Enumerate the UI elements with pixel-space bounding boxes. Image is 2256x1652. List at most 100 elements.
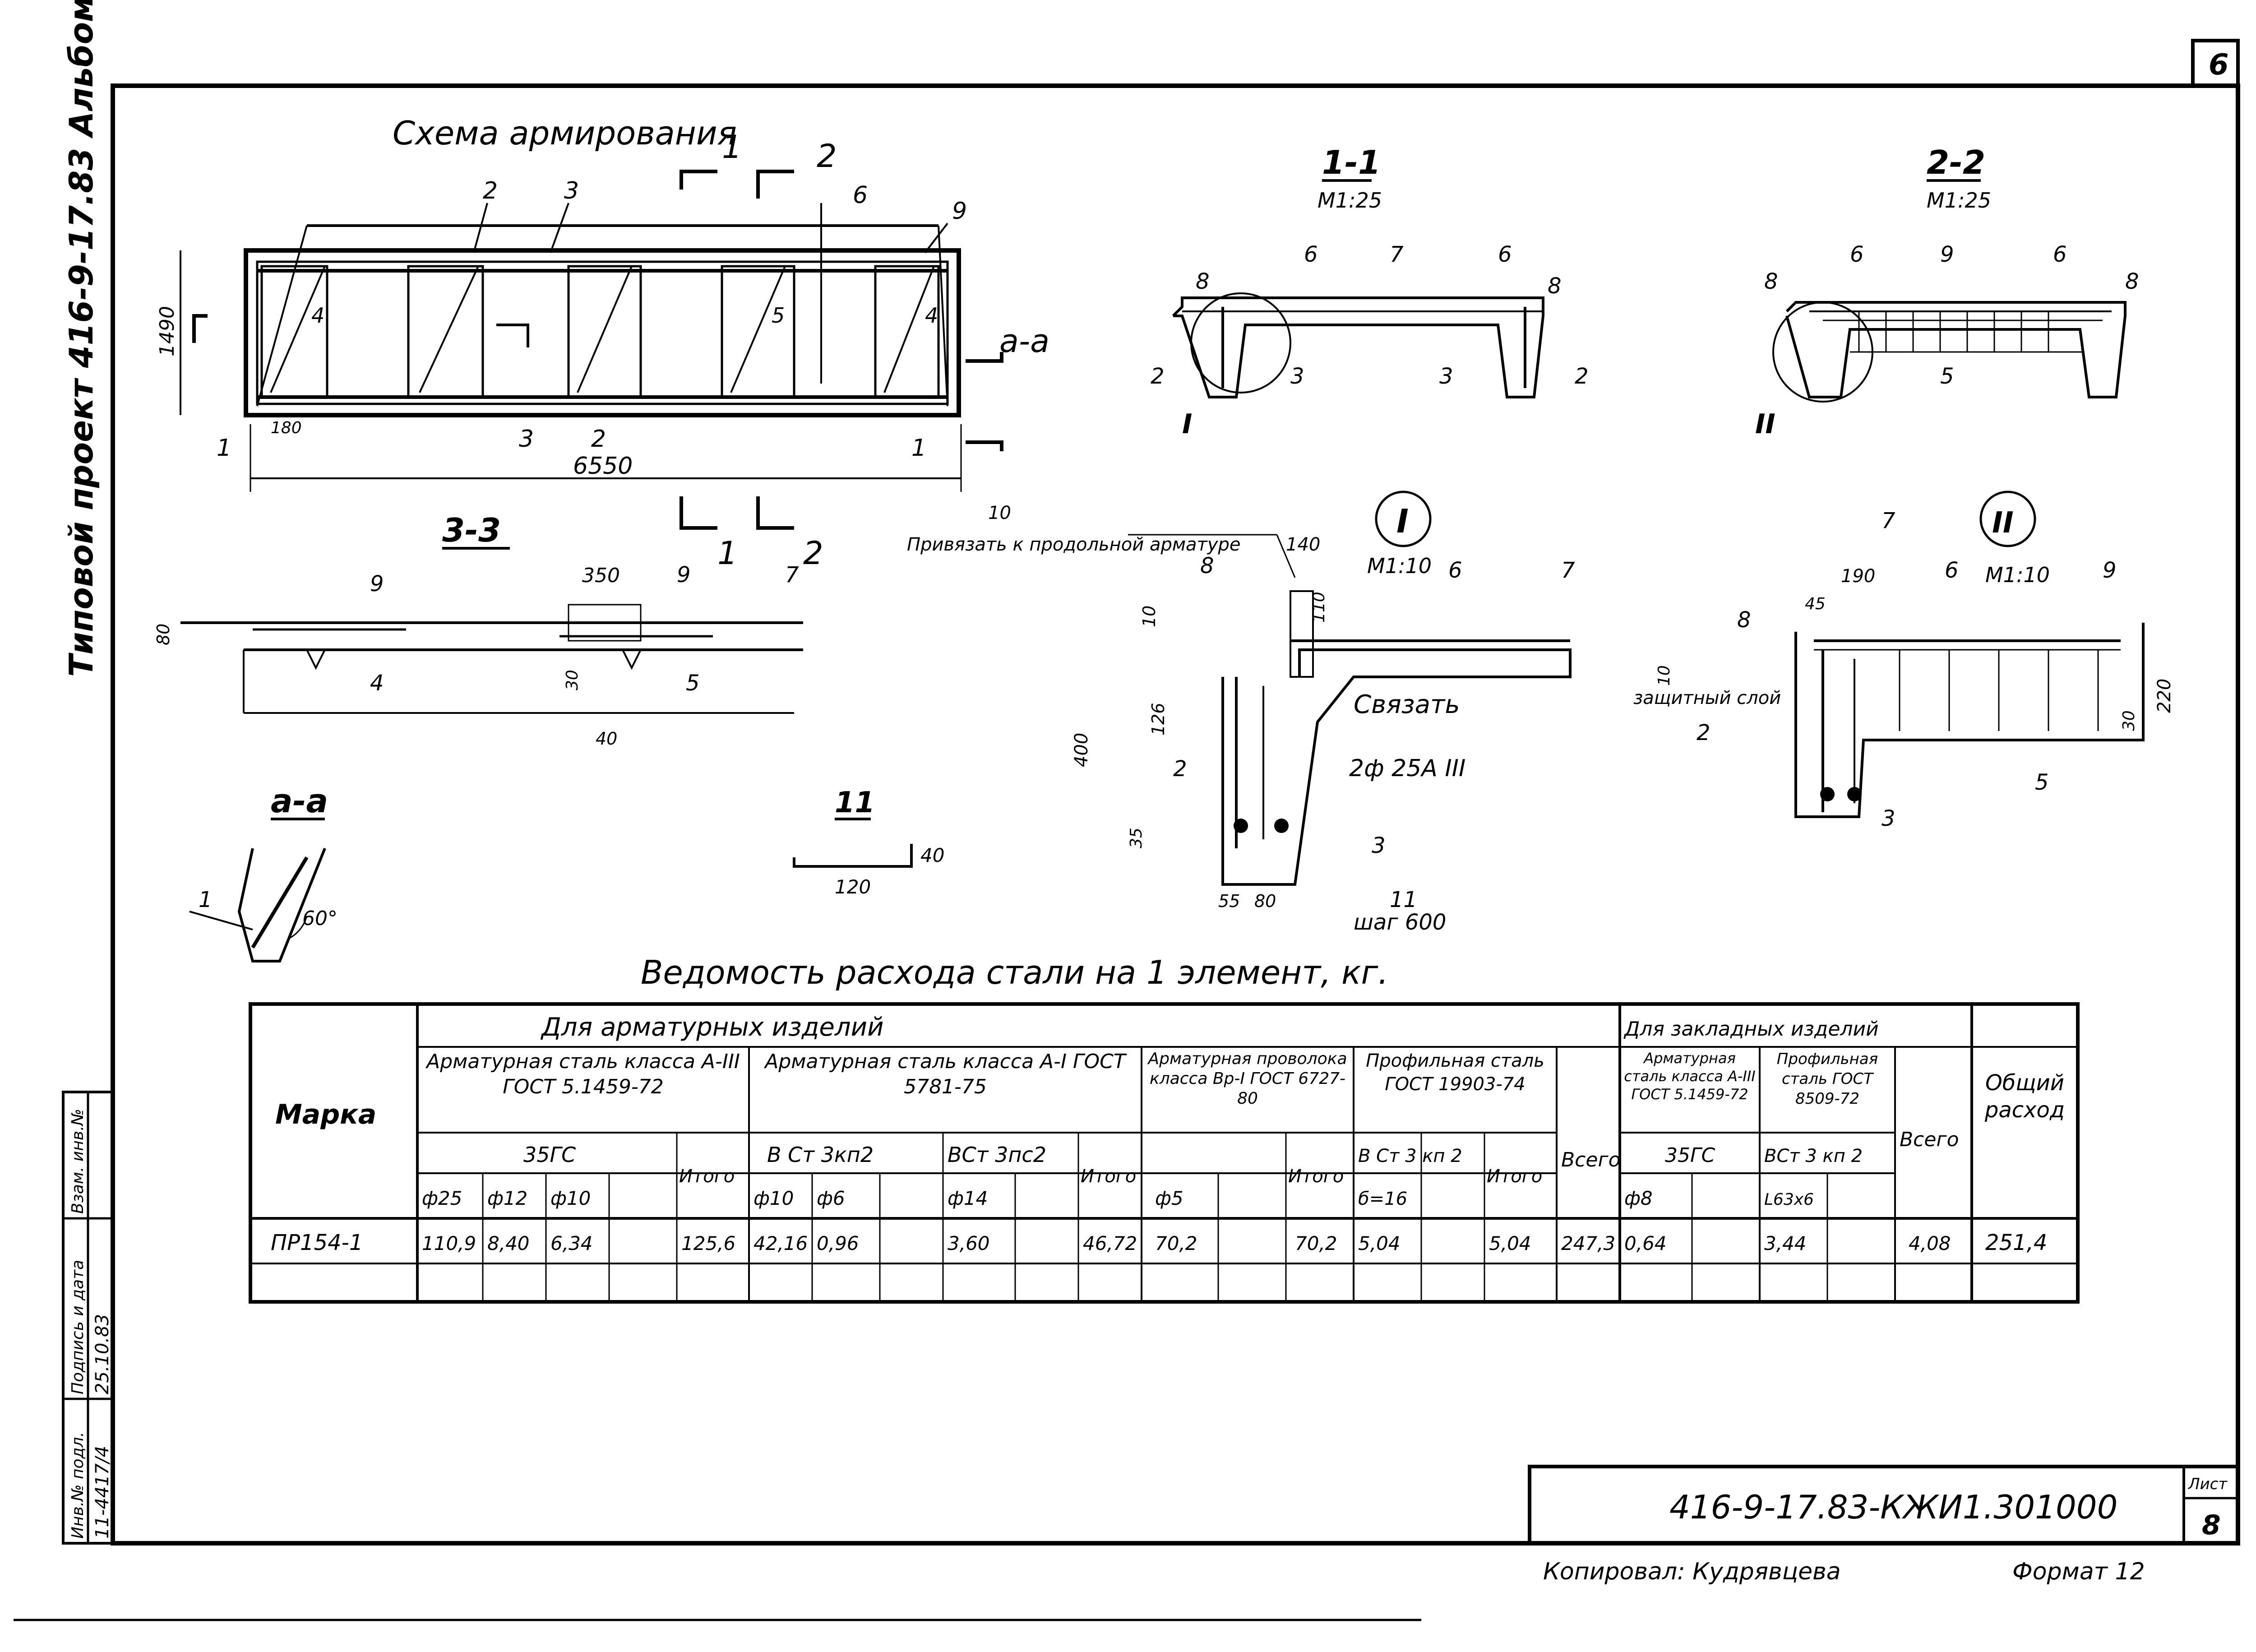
dim-45: 45 [1805, 595, 1826, 613]
node-I-scale: М1:10 [1367, 554, 1432, 578]
pos-2b: 2 [591, 426, 606, 453]
val-s16: 5,04 [1358, 1232, 1401, 1254]
inv-no-value: 11-4417/4 [92, 1446, 113, 1539]
reinforcement-scheme: Схема армирования 2 3 6 9 4 5 4 3 2 1 1 [156, 114, 1049, 572]
section-3-3: 3-3 9 9 7 4 5 350 80 30 40 [153, 511, 803, 749]
s33-pos-5: 5 [686, 671, 700, 696]
node-II-pos-7: 7 [1882, 508, 1895, 533]
val-d6: 0,96 [817, 1232, 859, 1254]
drawing-code: 416-9-17.83-КЖИ1.301000 [1669, 1488, 2117, 1526]
pos-10: 10 [988, 503, 1011, 523]
replace-label: Взам. инв.№ [69, 1109, 87, 1214]
dim-350: 350 [582, 564, 620, 587]
dim-120: 120 [835, 876, 871, 898]
th-mark: Марка [275, 1099, 376, 1130]
val-d14: 3,60 [948, 1232, 990, 1254]
node-I-pos-2: 2 [1173, 756, 1187, 782]
th-itogo-3: Итого [1288, 1166, 1344, 1187]
node-I-pos-6: 6 [1448, 558, 1462, 583]
saa-pos-1: 1 [199, 887, 213, 912]
val-itogo-a1: 46,72 [1083, 1232, 1137, 1254]
node-II-pos-9: 9 [2103, 558, 2117, 583]
inv-no-label: Инв.№ подл. [69, 1432, 87, 1539]
th-d6: ф6 [817, 1187, 845, 1209]
s11-pos-8b: 8 [1548, 273, 1562, 299]
protective-layer: защитный слой [1633, 688, 1781, 708]
val-d12: 8,40 [487, 1232, 530, 1254]
dim-35: 35 [1127, 828, 1146, 848]
dim-40: 40 [596, 729, 617, 749]
th-grade-vst3kp2: В Ст 3кп2 [767, 1143, 874, 1167]
pos-1b: 1 [911, 435, 926, 462]
s11-node-I: I [1182, 408, 1192, 440]
th-emb-a3: Арматурная сталь класса А-III ГОСТ 5.145… [1624, 1050, 1756, 1103]
s11-pos-6a: 6 [1304, 242, 1318, 267]
th-d10b: ф10 [754, 1187, 794, 1209]
th-grade-35gs-b: 35ГС [1665, 1144, 1715, 1167]
dim-55: 55 [1218, 891, 1240, 911]
th-emb-total: Всего [1900, 1128, 1959, 1151]
section-a-a-title: а-а [271, 782, 328, 820]
val-overall: 251,4 [1985, 1230, 2047, 1255]
th-grade-vst3kp2b: В Ст 3 кп 2 [1358, 1146, 1462, 1166]
dim-10b: 10 [1655, 665, 1674, 686]
section-a-a: а-а 60° 1 [189, 782, 337, 963]
title-block: 416-9-17.83-КЖИ1.301000 Лист 8 [1528, 1465, 2238, 1543]
th-group-embedded: Для закладных изделий [1623, 1018, 1879, 1041]
s22-pos-8b: 8 [2125, 269, 2139, 294]
node-II-pos-6: 6 [1945, 558, 1959, 583]
val-total: 247,3 [1561, 1232, 1615, 1254]
pos-2: 2 [483, 177, 498, 204]
node-I: I М1:10 10 Привязать к продольной армату… [907, 491, 1575, 935]
th-a3-steel: Арматурная сталь класса А-III ГОСТ 5.145… [426, 1050, 740, 1098]
val-l63: 3,44 [1764, 1232, 1807, 1254]
th-profile: Профильная сталь ГОСТ 19903-74 [1366, 1050, 1544, 1095]
section-2-2-scale: М1:25 [1927, 188, 1991, 213]
pos-1a: 1 [217, 435, 231, 462]
th-d5: ф5 [1155, 1187, 1183, 1209]
s11-pos-3a: 3 [1290, 364, 1304, 389]
dim-6550: 6550 [573, 453, 633, 480]
val-d5: 70,2 [1155, 1232, 1197, 1254]
dim-80: 80 [153, 624, 173, 645]
pos-3: 3 [564, 177, 579, 204]
s11-pos-2b: 2 [1575, 364, 1589, 389]
th-a1-steel: Арматурная сталь класса А-I ГОСТ 5781-75 [765, 1050, 1126, 1098]
th-itogo-1: Итого [679, 1166, 735, 1187]
pos-6: 6 [853, 182, 868, 209]
th-d25: ф25 [422, 1187, 462, 1209]
node-II-label: II [1992, 506, 2014, 540]
pos-4b: 4 [925, 303, 938, 328]
sign-date-value: 25.10.83 [92, 1314, 113, 1394]
cut-2-bottom: 2 [803, 535, 823, 572]
s22-pos-9: 9 [1940, 242, 1954, 267]
sign-date-label: Подпись и дата [69, 1260, 87, 1394]
s11-pos-3b: 3 [1439, 364, 1453, 389]
node-II: II М1:10 7 6 9 8 2 3 5 защитный слой 190… [1633, 491, 2175, 831]
val-emb-total: 4,08 [1909, 1232, 1951, 1254]
section-1-1-title: 1-1 [1322, 143, 1381, 181]
s22-pos-6a: 6 [1850, 242, 1864, 267]
detail-11-title: 11 [835, 786, 875, 819]
th-overall: Общий расход [1984, 1070, 2065, 1123]
s22-pos-6b: 6 [2053, 242, 2067, 267]
val-d8: 0,64 [1624, 1232, 1667, 1254]
sheet-number: 6 [2209, 48, 2229, 82]
th-d14: ф14 [948, 1187, 988, 1209]
val-itogo-profile: 5,04 [1489, 1232, 1531, 1254]
copied-by: Копировал: Кудрявцева [1543, 1558, 1841, 1585]
th-grade-vst3kp2c: ВСт 3 кп 2 [1764, 1146, 1863, 1166]
s11-pos-6b: 6 [1498, 242, 1512, 267]
th-wire: Арматурная проволока класса Вр-I ГОСТ 67… [1148, 1050, 1347, 1108]
cut-1-top: 1 [722, 129, 742, 166]
pos-4a: 4 [311, 303, 324, 328]
dim-30: 30 [563, 670, 582, 690]
dim-10: 10 [1139, 606, 1159, 627]
section-3-3-title: 3-3 [442, 511, 501, 549]
s22-pos-8a: 8 [1764, 269, 1778, 294]
val-d25: 110,9 [422, 1232, 476, 1254]
th-itogo-4: Итого [1487, 1166, 1542, 1187]
cut-a-top: а-а [999, 323, 1049, 360]
th-d10: ф10 [550, 1187, 591, 1209]
th-group-armature: Для арматурных изделий [540, 1013, 883, 1042]
